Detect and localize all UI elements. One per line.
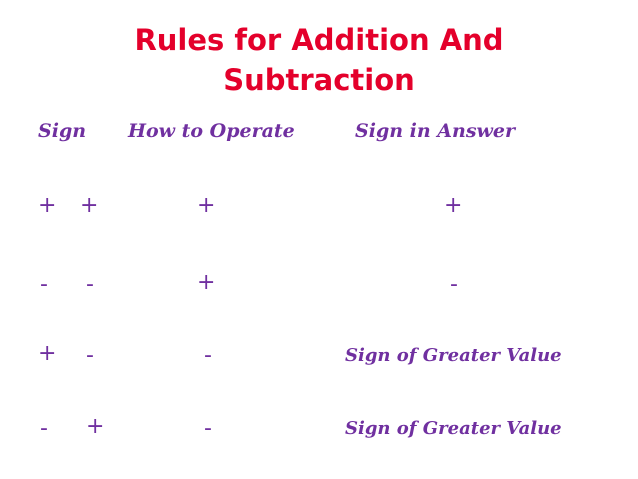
row-1-answer: + — [444, 193, 463, 218]
row-4-sign-b: + — [86, 414, 105, 439]
row-4-answer: Sign of Greater Value — [345, 418, 562, 439]
row-1-sign-a: + — [38, 193, 57, 218]
row-3-answer: Sign of Greater Value — [345, 345, 562, 366]
header-how-to-operate: How to Operate — [128, 120, 295, 142]
row-4-operate: - — [204, 416, 212, 441]
header-sign: Sign — [38, 120, 87, 142]
row-1-sign-b: + — [80, 193, 99, 218]
row-3-operate: - — [204, 343, 212, 368]
row-2-answer: - — [450, 272, 458, 297]
row-2-sign-a: - — [40, 272, 48, 297]
header-sign-in-answer: Sign in Answer — [355, 120, 516, 142]
row-4-sign-a: - — [40, 416, 48, 441]
row-1-operate: + — [197, 193, 216, 218]
slide-title-line-1: Rules for Addition And — [134, 23, 504, 57]
row-2-sign-b: - — [86, 272, 94, 297]
row-3-sign-a: + — [38, 341, 57, 366]
row-2-operate: + — [197, 270, 216, 295]
slide-title-line-2: Subtraction — [223, 63, 415, 97]
row-3-sign-b: - — [86, 343, 94, 368]
